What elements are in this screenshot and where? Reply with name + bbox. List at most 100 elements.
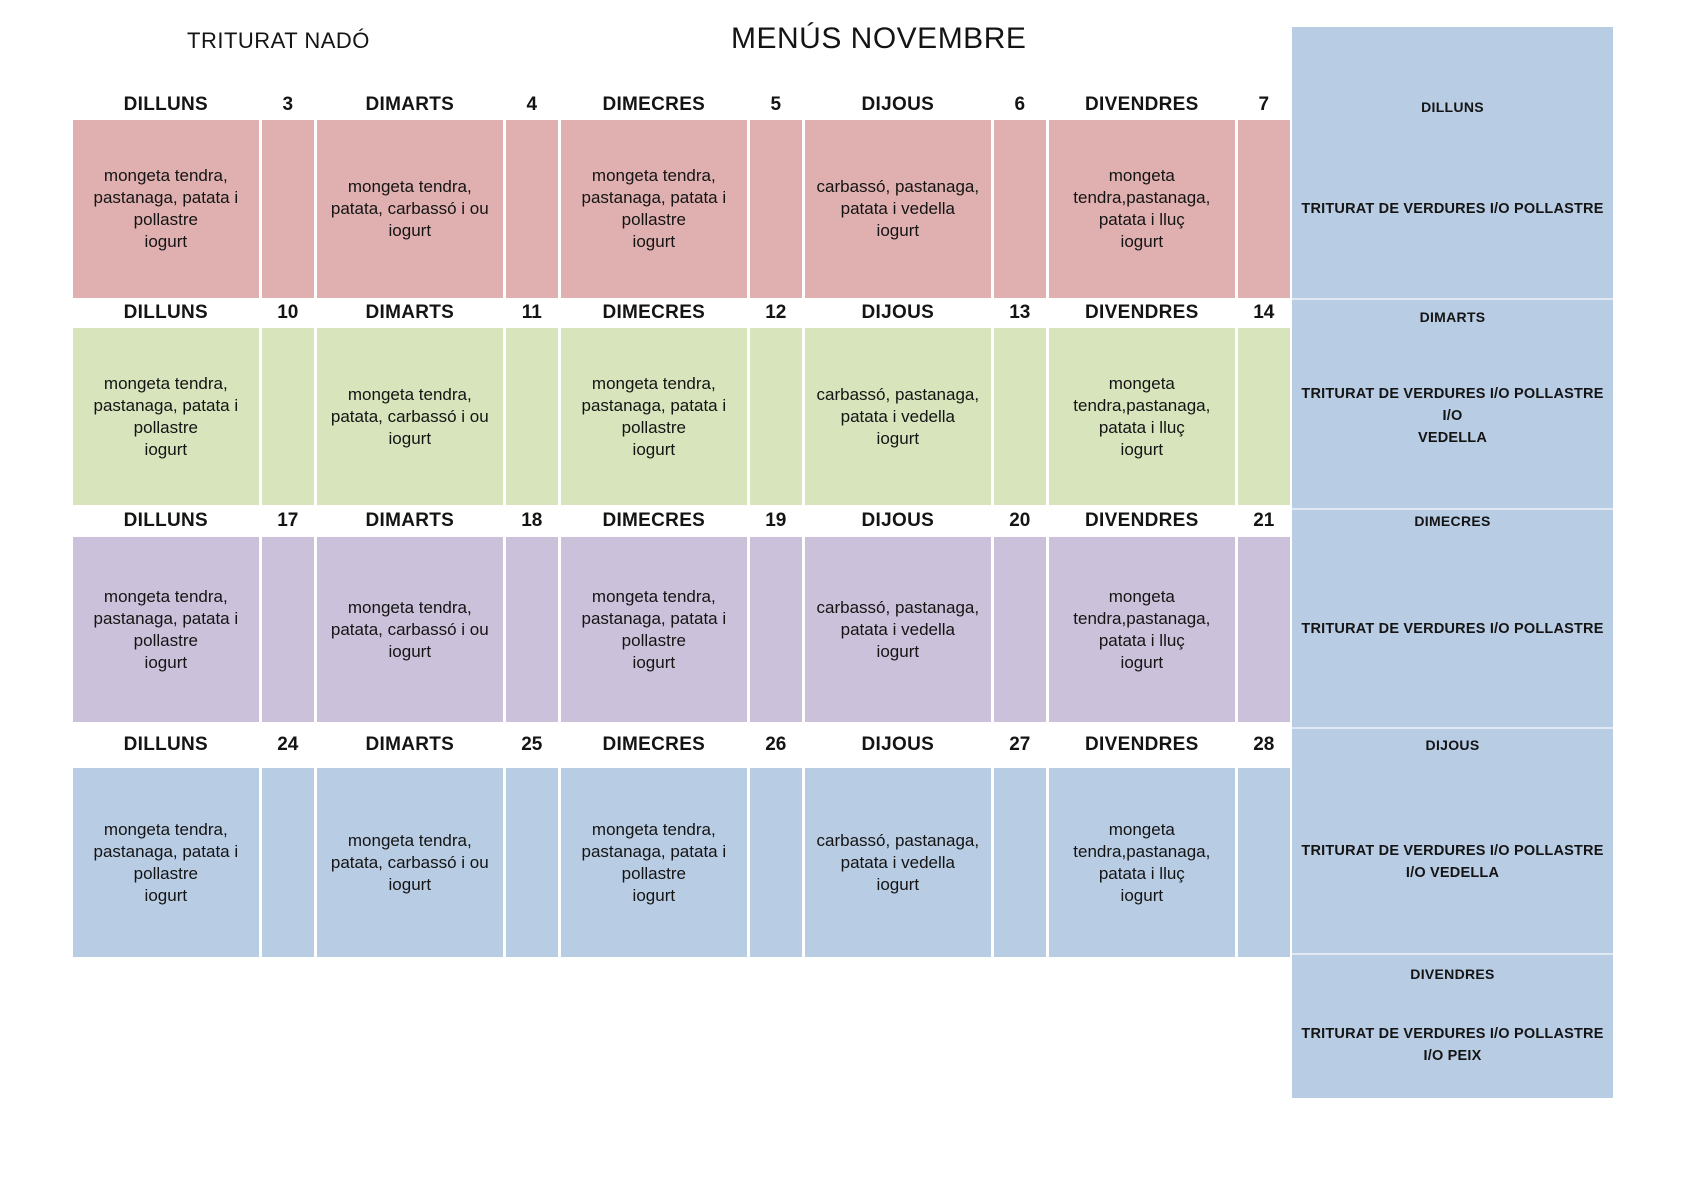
empty-date-cell [505,537,558,722]
sidebar-day-heading: DILLUNS [1421,99,1484,115]
day-date-number: 25 [521,734,543,755]
week-4-header-row: DILLUNS 24 DIMARTS 25 DIMECRES 26 DIJOUS 27 DIVE… [73,722,1290,768]
week-4-menu-row: mongeta tendra, pastanaga, patata i poll… [73,768,1290,957]
empty-date-cell [505,768,558,957]
day-name-header: DIJOUS [861,734,935,755]
menu-cell: mongeta tendra, pastanaga, patata i poll… [561,768,747,957]
sidebar-day-heading: DIJOUS [1425,737,1480,753]
day-date-number: 10 [277,302,299,323]
menu-cell: carbassó, pastanaga, patata i vedella io… [805,537,991,722]
sidebar-day-heading: DIVENDRES [1410,966,1495,982]
day-name-header: DILLUNS [123,94,209,115]
day-name-header: DIMECRES [602,302,706,323]
sidebar-section-divider [1292,298,1613,300]
empty-date-cell [749,120,802,298]
week-3-header-row: DILLUNS 17 DIMARTS 18 DIMECRES 19 DIJOUS 20 DIVE… [73,505,1290,537]
menu-cell: mongeta tendra, pastanaga, patata i poll… [561,120,747,298]
menu-cell: mongeta tendra, patata, carbassó i ou io… [317,537,503,722]
day-date-number: 17 [277,510,299,531]
day-date-number: 20 [1009,510,1031,531]
day-date-number: 14 [1253,302,1275,323]
day-name-header: DIVENDRES [1085,510,1199,531]
menu-cell: mongeta tendra, pastanaga, patata i poll… [73,120,259,298]
day-name-header: DIVENDRES [1085,734,1199,755]
menu-cell: mongeta tendra, patata, carbassó i ou io… [317,328,503,505]
day-name-header: DILLUNS [123,510,209,531]
sidebar-menu-summary: TRITURAT DE VERDURES I/O POLLASTRE I/O V… [1301,843,1604,881]
weekly-summary-sidebar: DILLUNS TRITURAT DE VERDURES I/O POLLASTR… [1292,27,1613,1098]
day-date-number: 27 [1009,734,1031,755]
empty-date-cell [1237,328,1290,505]
empty-date-cell [993,120,1046,298]
empty-date-cell [749,768,802,957]
sidebar-day-heading: DIMARTS [1419,309,1486,325]
day-name-header: DIMARTS [365,734,455,755]
sidebar-menu-summary: TRITURAT DE VERDURES I/O POLLASTRE [1301,201,1604,217]
day-name-header: DIVENDRES [1085,94,1199,115]
menu-cell: mongeta tendra,pastanaga, patata i lluç … [1049,537,1235,722]
day-name-header: DIMARTS [365,94,455,115]
menu-cell: mongeta tendra, pastanaga, patata i poll… [73,328,259,505]
empty-date-cell [749,537,802,722]
menu-cell: carbassó, pastanaga, patata i vedella io… [805,768,991,957]
menu-cell: carbassó, pastanaga, patata i vedella io… [805,328,991,505]
day-date-number: 24 [277,734,299,755]
document-subtitle: TRITURAT NADÓ [187,28,370,53]
document-title: MENÚS NOVEMBRE [731,22,1027,55]
empty-date-cell [261,537,314,722]
empty-date-cell [261,768,314,957]
day-date-number: 7 [1258,94,1270,115]
sidebar-section-divider [1292,727,1613,729]
sidebar-day-heading: DIMECRES [1414,513,1491,529]
sidebar-section-divider [1292,953,1613,955]
menu-cell: mongeta tendra, pastanaga, patata i poll… [561,328,747,505]
day-date-number: 26 [765,734,787,755]
sidebar-section-divider [1292,508,1613,510]
sidebar-menu-summary: TRITURAT DE VERDURES I/O POLLASTRE I/O P… [1301,1026,1604,1064]
empty-date-cell [505,328,558,505]
day-name-header: DIMECRES [602,510,706,531]
day-date-number: 5 [770,94,782,115]
empty-date-cell [1237,537,1290,722]
menu-cell: mongeta tendra, pastanaga, patata i poll… [561,537,747,722]
week-2-header-row: DILLUNS 10 DIMARTS 11 DIMECRES 12 DIJOUS 13 DIVE… [73,298,1290,328]
day-date-number: 19 [765,510,787,531]
day-name-header: DIMARTS [365,510,455,531]
empty-date-cell [261,328,314,505]
day-name-header: DIMECRES [602,94,706,115]
empty-date-cell [749,328,802,505]
sidebar-menu-summary: TRITURAT DE VERDURES I/O POLLASTRE I/O V… [1301,386,1604,446]
week-2-menu-row: mongeta tendra, pastanaga, patata i poll… [73,328,1290,505]
day-date-number: 21 [1253,510,1275,531]
week-1-menu-row: mongeta tendra, pastanaga, patata i poll… [73,120,1290,298]
day-date-number: 12 [765,302,787,323]
menu-cell: mongeta tendra, pastanaga, patata i poll… [73,537,259,722]
day-date-number: 11 [521,302,542,323]
menu-cell: mongeta tendra,pastanaga, patata i lluç … [1049,328,1235,505]
day-name-header: DIVENDRES [1085,302,1199,323]
menu-cell: mongeta tendra,pastanaga, patata i lluç … [1049,120,1235,298]
empty-date-cell [993,768,1046,957]
day-date-number: 3 [282,94,294,115]
menu-cell: mongeta tendra, patata, carbassó i ou io… [317,768,503,957]
menu-cell: mongeta tendra,pastanaga, patata i lluç … [1049,768,1235,957]
day-name-header: DIJOUS [861,94,935,115]
day-name-header: DIJOUS [861,510,935,531]
day-date-number: 13 [1009,302,1031,323]
day-name-header: DILLUNS [123,734,209,755]
day-name-header: DIMARTS [365,302,455,323]
day-name-header: DIMECRES [602,734,706,755]
day-date-number: 28 [1253,734,1275,755]
day-name-header: DILLUNS [123,302,209,323]
empty-date-cell [1237,768,1290,957]
sidebar-menu-summary: TRITURAT DE VERDURES I/O POLLASTRE [1301,621,1604,637]
day-name-header: DIJOUS [861,302,935,323]
day-date-number: 4 [526,94,538,115]
empty-date-cell [261,120,314,298]
empty-date-cell [1237,120,1290,298]
day-date-number: 18 [521,510,543,531]
empty-date-cell [505,120,558,298]
